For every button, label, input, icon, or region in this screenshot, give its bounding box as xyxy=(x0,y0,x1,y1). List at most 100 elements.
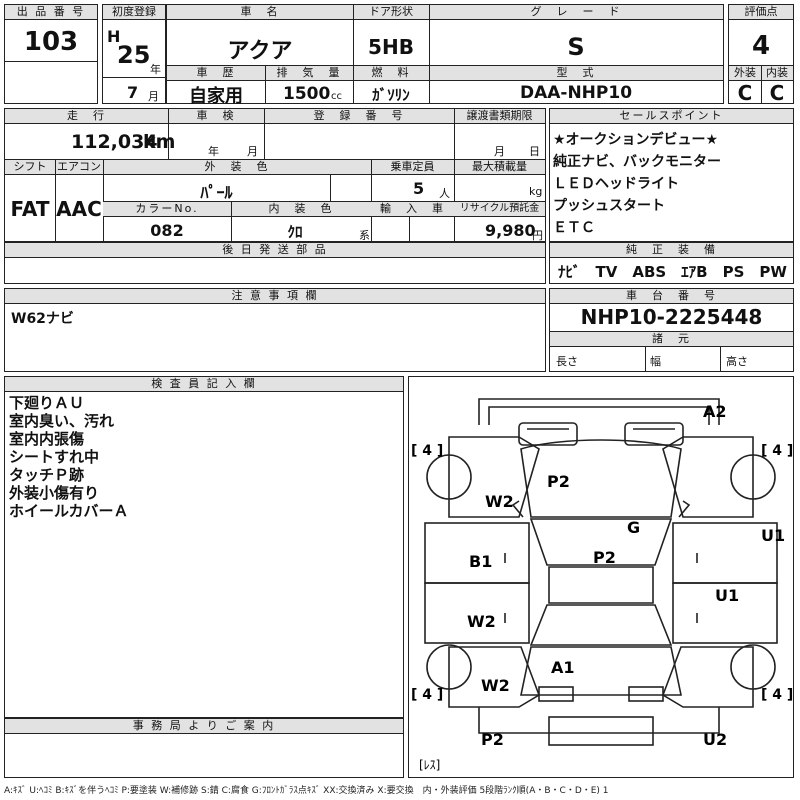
shaken-year-unit: 年 xyxy=(208,145,219,158)
genuine-equipment-list: ﾅﾋﾞ TV ABS ｴｱB PS PW xyxy=(558,263,787,281)
vehicle-info-box: 車 名 ドア形状 グ レ ー ド アクア 5HB S 車 歴 排 気 量 燃 料… xyxy=(166,4,724,107)
interior-color-header: 内 装 色 xyxy=(231,201,371,217)
inspector-note-item: シートすれ中 xyxy=(9,448,100,466)
car-name-header: 車 名 xyxy=(167,5,353,20)
aircon-type: AAC xyxy=(56,197,102,221)
genuine-equipment-header: 純 正 装 備 xyxy=(550,243,793,258)
legend-footer: A:ｷｽﾞ U:ﾍｺﾐ B:ｷｽﾞを伴うﾍｺﾐ P:要塗装 W:補修跡 S:錆 … xyxy=(4,786,609,796)
damage-mark-left-rear-fender: W2 xyxy=(481,676,510,695)
inspector-note-item: 室内臭い、汚れ xyxy=(9,412,115,430)
sales-points-box: セールスポイント ★オークションデビュー★ 純正ナビ、バックモニター ＬＥＤヘッ… xyxy=(549,108,794,242)
first-registration-year-unit: 年 xyxy=(150,63,161,76)
transfer-month-unit: 月 xyxy=(494,145,505,158)
inspector-note-item: 外装小傷有り xyxy=(9,484,100,502)
car-damage-diagram: [ 4 ] [ 4 ] [ 4 ] [ 4 ] [ﾚｽ] A2 P2 W2 G … xyxy=(411,398,793,772)
inspector-notes-header: 検 査 員 記 入 欄 xyxy=(5,377,403,392)
max-load-header: 最大積載量 xyxy=(454,159,545,175)
first-registration-box: 初度登録 H 25 年 7 月 xyxy=(102,4,166,104)
tire-right-rear: [ 4 ] xyxy=(761,687,793,703)
model-code: DAA-NHP10 xyxy=(519,83,633,103)
tire-right-front: [ 4 ] xyxy=(761,443,793,459)
spare-tire: [ﾚｽ] xyxy=(419,758,440,772)
sales-point-item: 純正ナビ、バックモニター xyxy=(553,154,721,170)
office-notice-box: 事 務 局 よ り ご 案 内 xyxy=(4,718,404,778)
score-box: 評価点 4 外装 内装 C C xyxy=(728,4,794,105)
recycle-header: リサイクル預託金 xyxy=(454,201,545,217)
notes-box: 注 意 事 項 欄 W62ナビ xyxy=(4,288,546,372)
color-number-header: カラーNo. xyxy=(103,201,231,217)
interior-color: ｸﾛ xyxy=(287,223,303,241)
sales-point-item: ＬＥＤヘッドライト xyxy=(553,176,679,192)
first-registration-year: 25 xyxy=(117,41,151,69)
sales-point-item: プッシュスタート xyxy=(553,198,665,214)
tire-left-front: [ 4 ] xyxy=(411,443,443,459)
mileage-section: 走 行 車 検 登 録 番 号 譲渡書類期限 112,034 km 年 月 月 … xyxy=(4,108,546,242)
shift-type: FAT xyxy=(10,197,50,221)
dimensions-header: 諸 元 xyxy=(550,331,793,347)
chassis-number: NHP10-2225448 xyxy=(580,305,763,329)
displacement: 1500 xyxy=(283,84,331,104)
exterior-color-header: 外 装 色 xyxy=(103,159,371,175)
sales-points-header: セールスポイント xyxy=(550,109,793,124)
history-header: 車 歴 xyxy=(167,65,265,81)
inspector-note-item: 室内内張傷 xyxy=(9,430,85,448)
overall-score: 4 xyxy=(751,31,771,61)
max-load-unit: kg xyxy=(529,185,543,198)
first-registration-era: H xyxy=(107,27,121,46)
length-label: 長さ xyxy=(556,355,578,368)
door-type: 5HB xyxy=(368,35,414,59)
mileage-header: 走 行 xyxy=(5,109,168,124)
capacity-value: 5 xyxy=(413,179,425,198)
capacity-unit: 人 xyxy=(439,187,450,200)
chassis-box: 車 台 番 号 NHP10-2225448 諸 元 長さ 幅 高さ xyxy=(549,288,794,372)
interior-header: 内装 xyxy=(761,65,793,81)
first-registration-month: 7 xyxy=(127,83,139,102)
damage-mark-windshield: G xyxy=(627,518,640,537)
car-name: アクア xyxy=(227,39,293,64)
exterior-grade: C xyxy=(737,81,753,105)
registration-number-header: 登 録 番 号 xyxy=(264,109,454,124)
inspector-note-item: ホイールカバーＡ xyxy=(9,502,129,520)
import-header: 輸 入 車 xyxy=(371,201,454,217)
capacity-header: 乗車定員 xyxy=(371,159,454,175)
lot-number: 103 xyxy=(23,27,79,57)
sales-point-item: ＥＴＣ xyxy=(553,220,595,236)
chassis-number-header: 車 台 番 号 xyxy=(550,289,793,304)
damage-mark-front-bumper: A2 xyxy=(703,402,727,421)
shaken-header: 車 検 xyxy=(168,109,264,124)
office-notice-header: 事 務 局 よ り ご 案 内 xyxy=(5,719,403,734)
shaken-month-unit: 月 xyxy=(247,145,258,158)
notes-header: 注 意 事 項 欄 xyxy=(5,289,545,304)
lot-number-header: 出 品 番 号 xyxy=(5,5,97,20)
damage-mark-hood: P2 xyxy=(547,472,570,491)
damage-mark-roof: P2 xyxy=(593,548,616,567)
damage-mark-left-rear-door: W2 xyxy=(467,612,496,631)
damage-mark-left-front-door: B1 xyxy=(469,552,492,571)
fuel-header: 燃 料 xyxy=(353,65,429,81)
mileage-unit: km xyxy=(143,131,176,153)
notes-text: W62ナビ xyxy=(11,311,74,327)
transfer-day-unit: 日 xyxy=(529,145,540,158)
color-number: 082 xyxy=(150,221,184,240)
height-label: 高さ xyxy=(726,355,748,368)
damage-mark-trunk: A1 xyxy=(551,658,575,677)
recycle-fee: 9,980 xyxy=(485,221,536,240)
transfer-deadline-header: 譲渡書類期限 xyxy=(454,109,545,124)
inspector-note-item: 下廻りＡＵ xyxy=(9,394,85,412)
door-type-header: ドア形状 xyxy=(353,5,429,20)
car-diagram-box: [ 4 ] [ 4 ] [ 4 ] [ 4 ] [ﾚｽ] A2 P2 W2 G … xyxy=(408,376,794,778)
sales-point-item: ★オークションデビュー★ xyxy=(553,132,719,148)
interior-grade: C xyxy=(769,81,785,105)
inspector-note-item: タッチＰ跡 xyxy=(9,466,85,484)
tire-left-rear: [ 4 ] xyxy=(411,687,443,703)
genuine-equipment-box: 純 正 装 備 ﾅﾋﾞ TV ABS ｴｱB PS PW xyxy=(549,242,794,284)
recycle-unit: 円 xyxy=(532,229,543,242)
damage-mark-right-rear-door: U1 xyxy=(715,586,739,605)
vehicle-history: 自家用 xyxy=(189,86,243,107)
grade-header: グ レ ー ド xyxy=(429,5,723,20)
grade: S xyxy=(567,33,585,61)
width-label: 幅 xyxy=(650,355,661,368)
damage-mark-rear-bumper-left: P2 xyxy=(481,730,504,749)
first-registration-month-unit: 月 xyxy=(148,90,159,103)
fuel-type: ｶﾞｿﾘﾝ xyxy=(372,86,410,104)
